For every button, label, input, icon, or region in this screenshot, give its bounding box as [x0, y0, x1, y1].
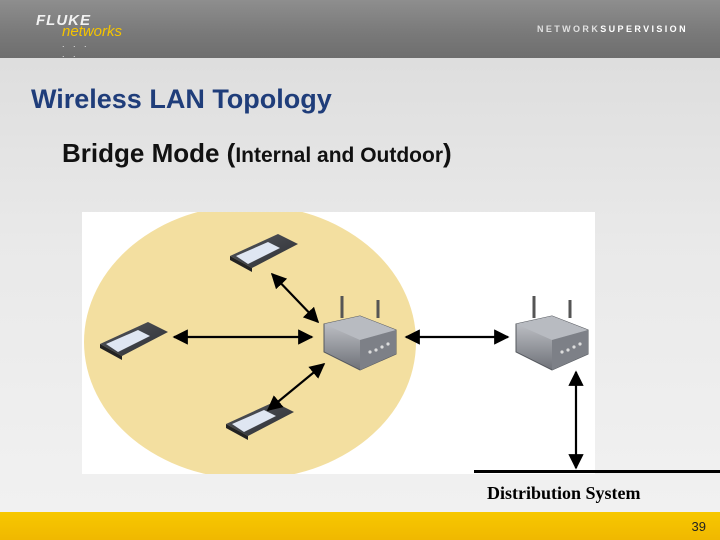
tagline-part2: SUPERVISION — [600, 24, 688, 34]
topology-diagram — [82, 212, 595, 474]
client-card-left — [100, 322, 168, 360]
slide-title: Wireless LAN Topology — [31, 84, 332, 114]
subtitle-main: Bridge Mode — [62, 138, 227, 168]
topology-svg — [84, 212, 589, 474]
slide-subtitle: Bridge Mode (Internal and Outdoor) — [62, 138, 452, 169]
client-card-top — [230, 234, 298, 272]
slide-footer: 39 — [0, 512, 720, 540]
arrow-bottom-client — [266, 363, 326, 411]
logo-dots: . . . . . — [62, 39, 90, 59]
subtitle-paren-close: ) — [443, 138, 452, 168]
page-number: 39 — [691, 519, 706, 534]
access-point-right — [515, 296, 589, 371]
fluke-networks-logo: FLUKE networks . . . . . — [36, 12, 122, 59]
distribution-system-wire — [474, 470, 720, 473]
logo-sub: networks — [62, 23, 123, 40]
tagline-part1: NETWORK — [536, 24, 601, 34]
access-point-center — [323, 296, 397, 371]
header-tagline: NETWORKSUPERVISION — [537, 24, 688, 34]
arrow-top-client — [270, 272, 320, 324]
subtitle-detail: Internal and Outdoor — [235, 144, 444, 167]
distribution-system-label: Distribution System — [487, 483, 641, 503]
slide-header: FLUKE networks . . . . . NETWORKSUPERVIS… — [0, 0, 720, 59]
logo-brand: FLUKE — [36, 12, 91, 29]
subtitle-paren-open: ( — [226, 138, 236, 168]
